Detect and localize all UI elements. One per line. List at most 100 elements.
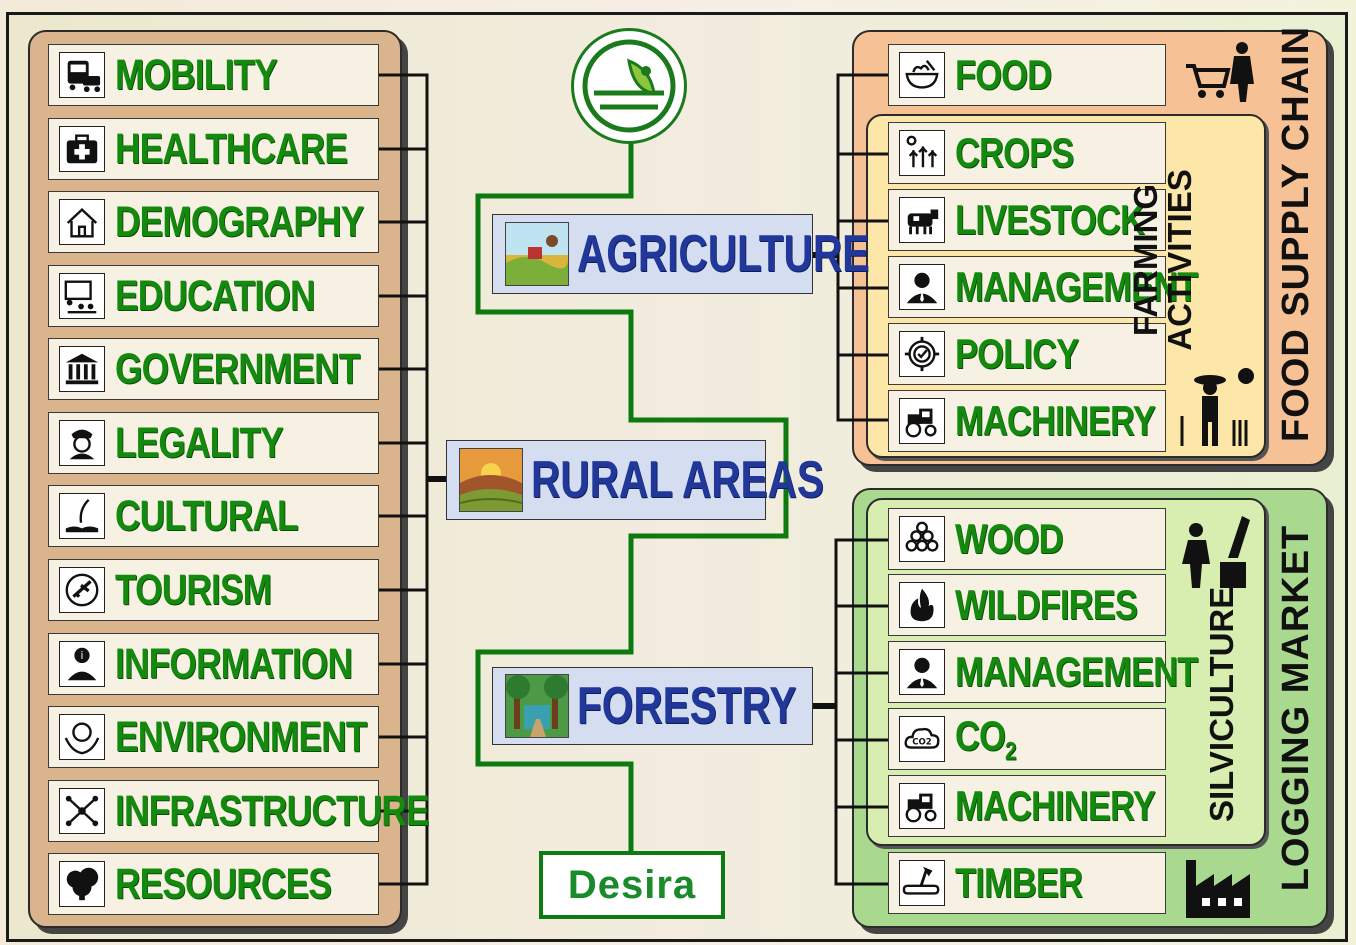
farming-livestock-item: LIVESTOCK: [888, 189, 1166, 251]
silvi-management-item: MANAGEMENT: [888, 641, 1198, 703]
farming-title-line1: FARMING: [1127, 183, 1164, 337]
cow-icon: [899, 197, 945, 243]
education-item: EDUCATION: [48, 265, 379, 327]
woodcutter-icon: [1182, 516, 1250, 588]
legality-item: LEGALITY: [48, 412, 379, 474]
silvi-machinery-label: MACHINERY: [955, 782, 1156, 829]
agriculture-node: AGRICULTURE: [492, 214, 869, 294]
black-brackets: [379, 73, 888, 886]
co2-main-text: CO: [955, 711, 1006, 759]
farming-policy-item: POLICY: [888, 323, 1166, 385]
food-item: FOOD: [888, 44, 1166, 106]
house-icon: [59, 199, 105, 245]
resources-item: RESOURCES: [48, 853, 379, 915]
rural-hills-icon: [459, 448, 523, 512]
farming-machinery-label: MACHINERY: [955, 397, 1156, 444]
farming-policy-label: POLICY: [955, 330, 1079, 377]
logs-icon: [899, 516, 945, 562]
demography-item: DEMOGRAPHY: [48, 191, 379, 253]
shopper-cart-icon: [1186, 42, 1254, 102]
tourism-label: TOURISM: [115, 565, 272, 614]
cultural-label: CULTURAL: [115, 491, 299, 540]
mobility-item: MOBILITY: [48, 44, 379, 106]
tourism-item: TOURISM: [48, 559, 379, 621]
silvi-wildfires-label: WILDFIRES: [955, 581, 1138, 628]
government-item: GOVERNMENT: [48, 338, 379, 400]
demography-label: DEMOGRAPHY: [115, 197, 364, 246]
food-supply-chain-title: FOOD SUPPLY CHAIN: [1275, 25, 1317, 442]
farm-landscape-icon: [505, 222, 569, 286]
silvi-wood-label: WOOD: [955, 515, 1063, 562]
silviculture-title: SILVICULTURE: [1203, 586, 1240, 822]
tree-icon: [59, 861, 105, 907]
manager-icon: [899, 649, 945, 695]
silvi-wildfires-item: WILDFIRES: [888, 574, 1166, 636]
healthcare-label: HEALTHCARE: [115, 124, 348, 173]
svg-text:CO2: CO2: [912, 738, 932, 748]
education-label: EDUCATION: [115, 271, 315, 320]
government-building-icon: [59, 346, 105, 392]
mobility-label: MOBILITY: [115, 50, 278, 99]
rural-areas-label: RURAL AREAS: [531, 451, 824, 509]
desira-wordmark: Desira: [539, 851, 725, 919]
quill-book-icon: [59, 493, 105, 539]
tractor-icon: [899, 398, 945, 444]
tractor-icon: [899, 783, 945, 829]
farmer-icon: [1180, 368, 1254, 446]
info-person-icon: i: [59, 641, 105, 687]
silvi-co-label: CO2: [955, 711, 1017, 766]
crops-icon: [899, 130, 945, 176]
desira-logo-icon: [571, 28, 687, 144]
timber-item: TIMBER: [888, 852, 1166, 914]
farming-activities-title: FARMING ACTIVITIES: [1127, 165, 1209, 355]
forestry-label: FORESTRY: [577, 677, 797, 735]
airplane-icon: [59, 567, 105, 613]
healthcare-item: HEALTHCARE: [48, 118, 379, 180]
farming-management-item: MANAGEMENT: [888, 256, 1198, 318]
information-label: INFORMATION: [115, 639, 353, 688]
police-officer-icon: [59, 420, 105, 466]
silvi-co-subscript: 2: [1005, 737, 1016, 766]
factory-icon: [1186, 860, 1250, 918]
medical-kit-icon: [59, 126, 105, 172]
farming-crops-item: CROPS: [888, 122, 1166, 184]
silvi-machinery-item: MACHINERY: [888, 775, 1166, 837]
green-path: [475, 144, 789, 851]
food-bowl-icon: [899, 52, 945, 98]
farming-crops-label: CROPS: [955, 129, 1074, 176]
globe-hands-icon: [59, 714, 105, 760]
manager-icon: [899, 264, 945, 310]
forest-icon: [505, 674, 569, 738]
bus-car-icon: [59, 52, 105, 98]
information-item: i INFORMATION: [48, 633, 379, 695]
classroom-icon: [59, 273, 105, 319]
legality-label: LEGALITY: [115, 418, 284, 467]
farming-title-line2: ACTIVITIES: [1161, 169, 1198, 351]
forestry-node: FORESTRY: [492, 667, 813, 745]
gear-check-icon: [899, 331, 945, 377]
axe-log-icon: [899, 860, 945, 906]
farming-management-label: MANAGEMENT: [955, 263, 1198, 310]
svg-text:i: i: [81, 650, 84, 662]
network-icon: [59, 788, 105, 834]
environment-label: ENVIRONMENT: [115, 712, 367, 761]
co2-cloud-icon: CO2: [899, 716, 945, 762]
infrastructure-item: INFRASTRUCTURE: [48, 780, 430, 842]
logging-market-title: LOGGING MARKET: [1275, 524, 1317, 892]
silvi-management-label: MANAGEMENT: [955, 648, 1198, 695]
silvi-wood-item: WOOD: [888, 508, 1166, 570]
cultural-item: CULTURAL: [48, 485, 379, 547]
resources-label: RESOURCES: [115, 859, 332, 908]
agriculture-label: AGRICULTURE: [577, 225, 870, 283]
rural-areas-node: RURAL AREAS: [446, 440, 824, 520]
timber-label: TIMBER: [955, 859, 1083, 906]
fire-icon: [899, 582, 945, 628]
environment-item: ENVIRONMENT: [48, 706, 379, 768]
government-label: GOVERNMENT: [115, 344, 360, 393]
food-label: FOOD: [955, 51, 1052, 98]
farming-machinery-item: MACHINERY: [888, 390, 1166, 452]
farming-livestock-label: LIVESTOCK: [955, 196, 1145, 243]
